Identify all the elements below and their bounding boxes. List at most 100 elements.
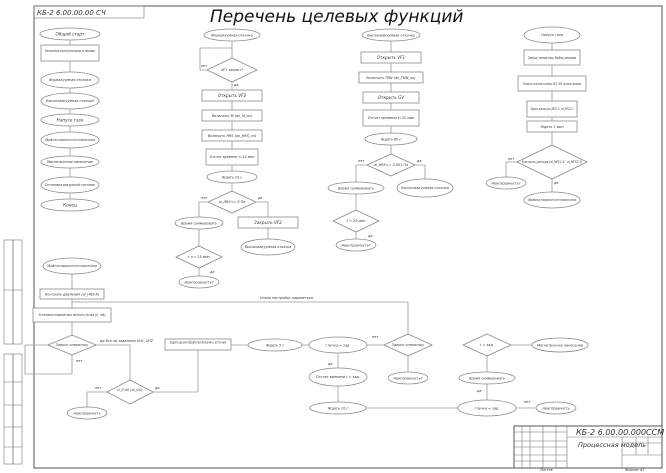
edge-label: нет bbox=[201, 196, 208, 200]
node-label: Отсчет времени t=15 мин bbox=[210, 155, 255, 159]
edge-label: да bbox=[553, 181, 558, 185]
edge-label: да bbox=[416, 159, 421, 163]
decision-hrs-8pa bbox=[207, 190, 257, 214]
node-forevacuum-start bbox=[203, 28, 261, 42]
stamp-name: Процессная модель bbox=[578, 441, 646, 449]
node-label: Обработка поверхности источником ионов bbox=[528, 198, 576, 202]
node-fault-3 bbox=[335, 238, 377, 252]
node-forevacuum bbox=[40, 71, 100, 89]
edge-label: да bbox=[327, 362, 332, 366]
node-fault-5a bbox=[66, 406, 108, 420]
node-beam-setup bbox=[32, 307, 112, 323]
node-wait-1min bbox=[526, 120, 578, 133]
node-label: t < 25 мин bbox=[347, 219, 366, 223]
title-block: КБ-2 6.00.00.000ССМ Процессная модель Ли… bbox=[513, 425, 664, 472]
node-set-flow bbox=[526, 100, 578, 118]
node-gas-start bbox=[523, 26, 581, 44]
node-label: t = зад. bbox=[480, 343, 494, 347]
node-label: Отсчет времени t = зад. bbox=[316, 375, 360, 379]
node-label: I пучка = зад. bbox=[475, 407, 500, 411]
edge-label: нет bbox=[508, 157, 515, 161]
decision-t-25 bbox=[332, 209, 380, 233]
stamp-sheet: Листов bbox=[539, 468, 553, 472]
stamp-code: КБ-2 6.00.00.000ССМ bbox=[576, 428, 664, 437]
node-end bbox=[40, 198, 100, 212]
node-label: Форвакуумная откачка bbox=[211, 34, 253, 38]
flow-ion-treatment: Обработка поверхности источником ионов К… bbox=[24, 257, 589, 420]
node-fault-4 bbox=[485, 176, 527, 190]
edge-label: да bbox=[367, 234, 372, 238]
node-general-start bbox=[39, 27, 101, 41]
node-label: Отсчет времени t=25 мин bbox=[368, 116, 415, 120]
edge-label: нет bbox=[372, 335, 379, 339]
node-label: Время суммировать bbox=[181, 222, 217, 226]
node-power-on bbox=[40, 44, 100, 62]
node-label: Включение электропитания установки bbox=[45, 49, 95, 53]
node-label: Открыть VF2 bbox=[218, 93, 247, 98]
node-wait-60 bbox=[364, 132, 418, 146]
flow-forevacuum: Форвакуумная откачка VF1 закрыт? нет да … bbox=[174, 28, 299, 289]
node-label: Форвакуумная откачка bbox=[49, 78, 91, 82]
edge-label: да bbox=[257, 196, 262, 200]
node-open-vf1 bbox=[360, 51, 422, 64]
node-label: I пучка = зад. bbox=[326, 344, 351, 348]
node-label: Высоковакуумная откачка bbox=[367, 34, 414, 38]
node-label: Закрыть VF2 bbox=[254, 220, 282, 225]
node-timer-set bbox=[308, 367, 368, 387]
node-label: ai_HRS<= 8 Па bbox=[219, 200, 245, 204]
node-label: Неисправность? bbox=[341, 244, 370, 248]
node-label: Ждать 60 с bbox=[380, 138, 402, 142]
edge-label: Новая настройка параметров bbox=[260, 296, 313, 300]
node-label: Открыть GV bbox=[378, 95, 406, 100]
node-highvac-next bbox=[396, 178, 454, 198]
decision-t-15 bbox=[175, 245, 223, 269]
node-timer-15 bbox=[205, 148, 259, 166]
node-label: Магнетронное нанесение bbox=[537, 344, 583, 348]
node-label: Ждать 10 с bbox=[221, 176, 243, 180]
node-label: Включить TMN (do_TMN_on) bbox=[366, 76, 415, 80]
node-leak-sum-3 bbox=[327, 181, 385, 195]
node-ion-start bbox=[42, 257, 102, 275]
node-m-on bbox=[201, 109, 263, 122]
edge-label: нет bbox=[201, 64, 208, 68]
node-timer-25 bbox=[362, 109, 420, 127]
node-fault-5c bbox=[535, 401, 577, 415]
node-label: Остановка вакуумной системы bbox=[45, 183, 95, 187]
node-label: Контроль расхода (ai_MFC1-X , ai_MFC2-Y) bbox=[522, 160, 582, 164]
node-label: U_0 AS (ai_UU) bbox=[117, 388, 142, 392]
node-label: Задать расход (ao_MFC1-X , ao_MFC2-Y) bbox=[531, 107, 574, 111]
node-stop-vacuum bbox=[40, 176, 100, 194]
drawing-frame bbox=[33, 5, 663, 469]
node-label: Неисправность? bbox=[393, 377, 422, 381]
flow-general: Общий старт Включение электропитания уст… bbox=[39, 27, 101, 212]
node-highvac-start bbox=[361, 28, 421, 42]
node-label: Общий старт bbox=[55, 32, 85, 37]
node-open-gv bbox=[362, 91, 420, 104]
node-label: Запрос оператору Выбор режима bbox=[528, 56, 576, 60]
edge-label: да bbox=[209, 270, 214, 274]
node-leak-sum bbox=[174, 216, 224, 230]
page-title: Перечень целевых функций bbox=[210, 7, 463, 27]
node-wait-10 bbox=[206, 170, 258, 184]
node-magnetron-next bbox=[531, 337, 589, 353]
decision-vf1-closed bbox=[206, 57, 258, 83]
flow-gas-inlet: Напуск газа Запрос оператору Выбор режим… bbox=[485, 26, 588, 209]
node-label: Магнетронное нанесение bbox=[47, 160, 93, 164]
side-strip bbox=[3, 239, 23, 465]
node-label: Ждать 5 с bbox=[265, 344, 284, 348]
edge-label: да bbox=[476, 389, 481, 393]
node-set-time bbox=[164, 338, 232, 351]
stamp-format: Формат А1 bbox=[625, 468, 644, 472]
node-label: Включить HRS (do_HRS_on) bbox=[208, 134, 256, 138]
node-fault-5b bbox=[387, 371, 429, 385]
node-label: Ждать 10 с bbox=[327, 407, 349, 411]
decision-hrs-0001 bbox=[366, 153, 416, 177]
node-label: Неисправность? bbox=[491, 182, 520, 186]
node-label: Открыть VF1 bbox=[377, 55, 406, 60]
edge-label: да bbox=[154, 386, 159, 390]
node-label: Обработка поверхности источником ионов bbox=[45, 138, 95, 142]
node-label: Запрос оператору bbox=[56, 343, 89, 347]
node-label: Время суммировать bbox=[469, 377, 505, 381]
node-label: Время суммировать bbox=[338, 187, 374, 191]
